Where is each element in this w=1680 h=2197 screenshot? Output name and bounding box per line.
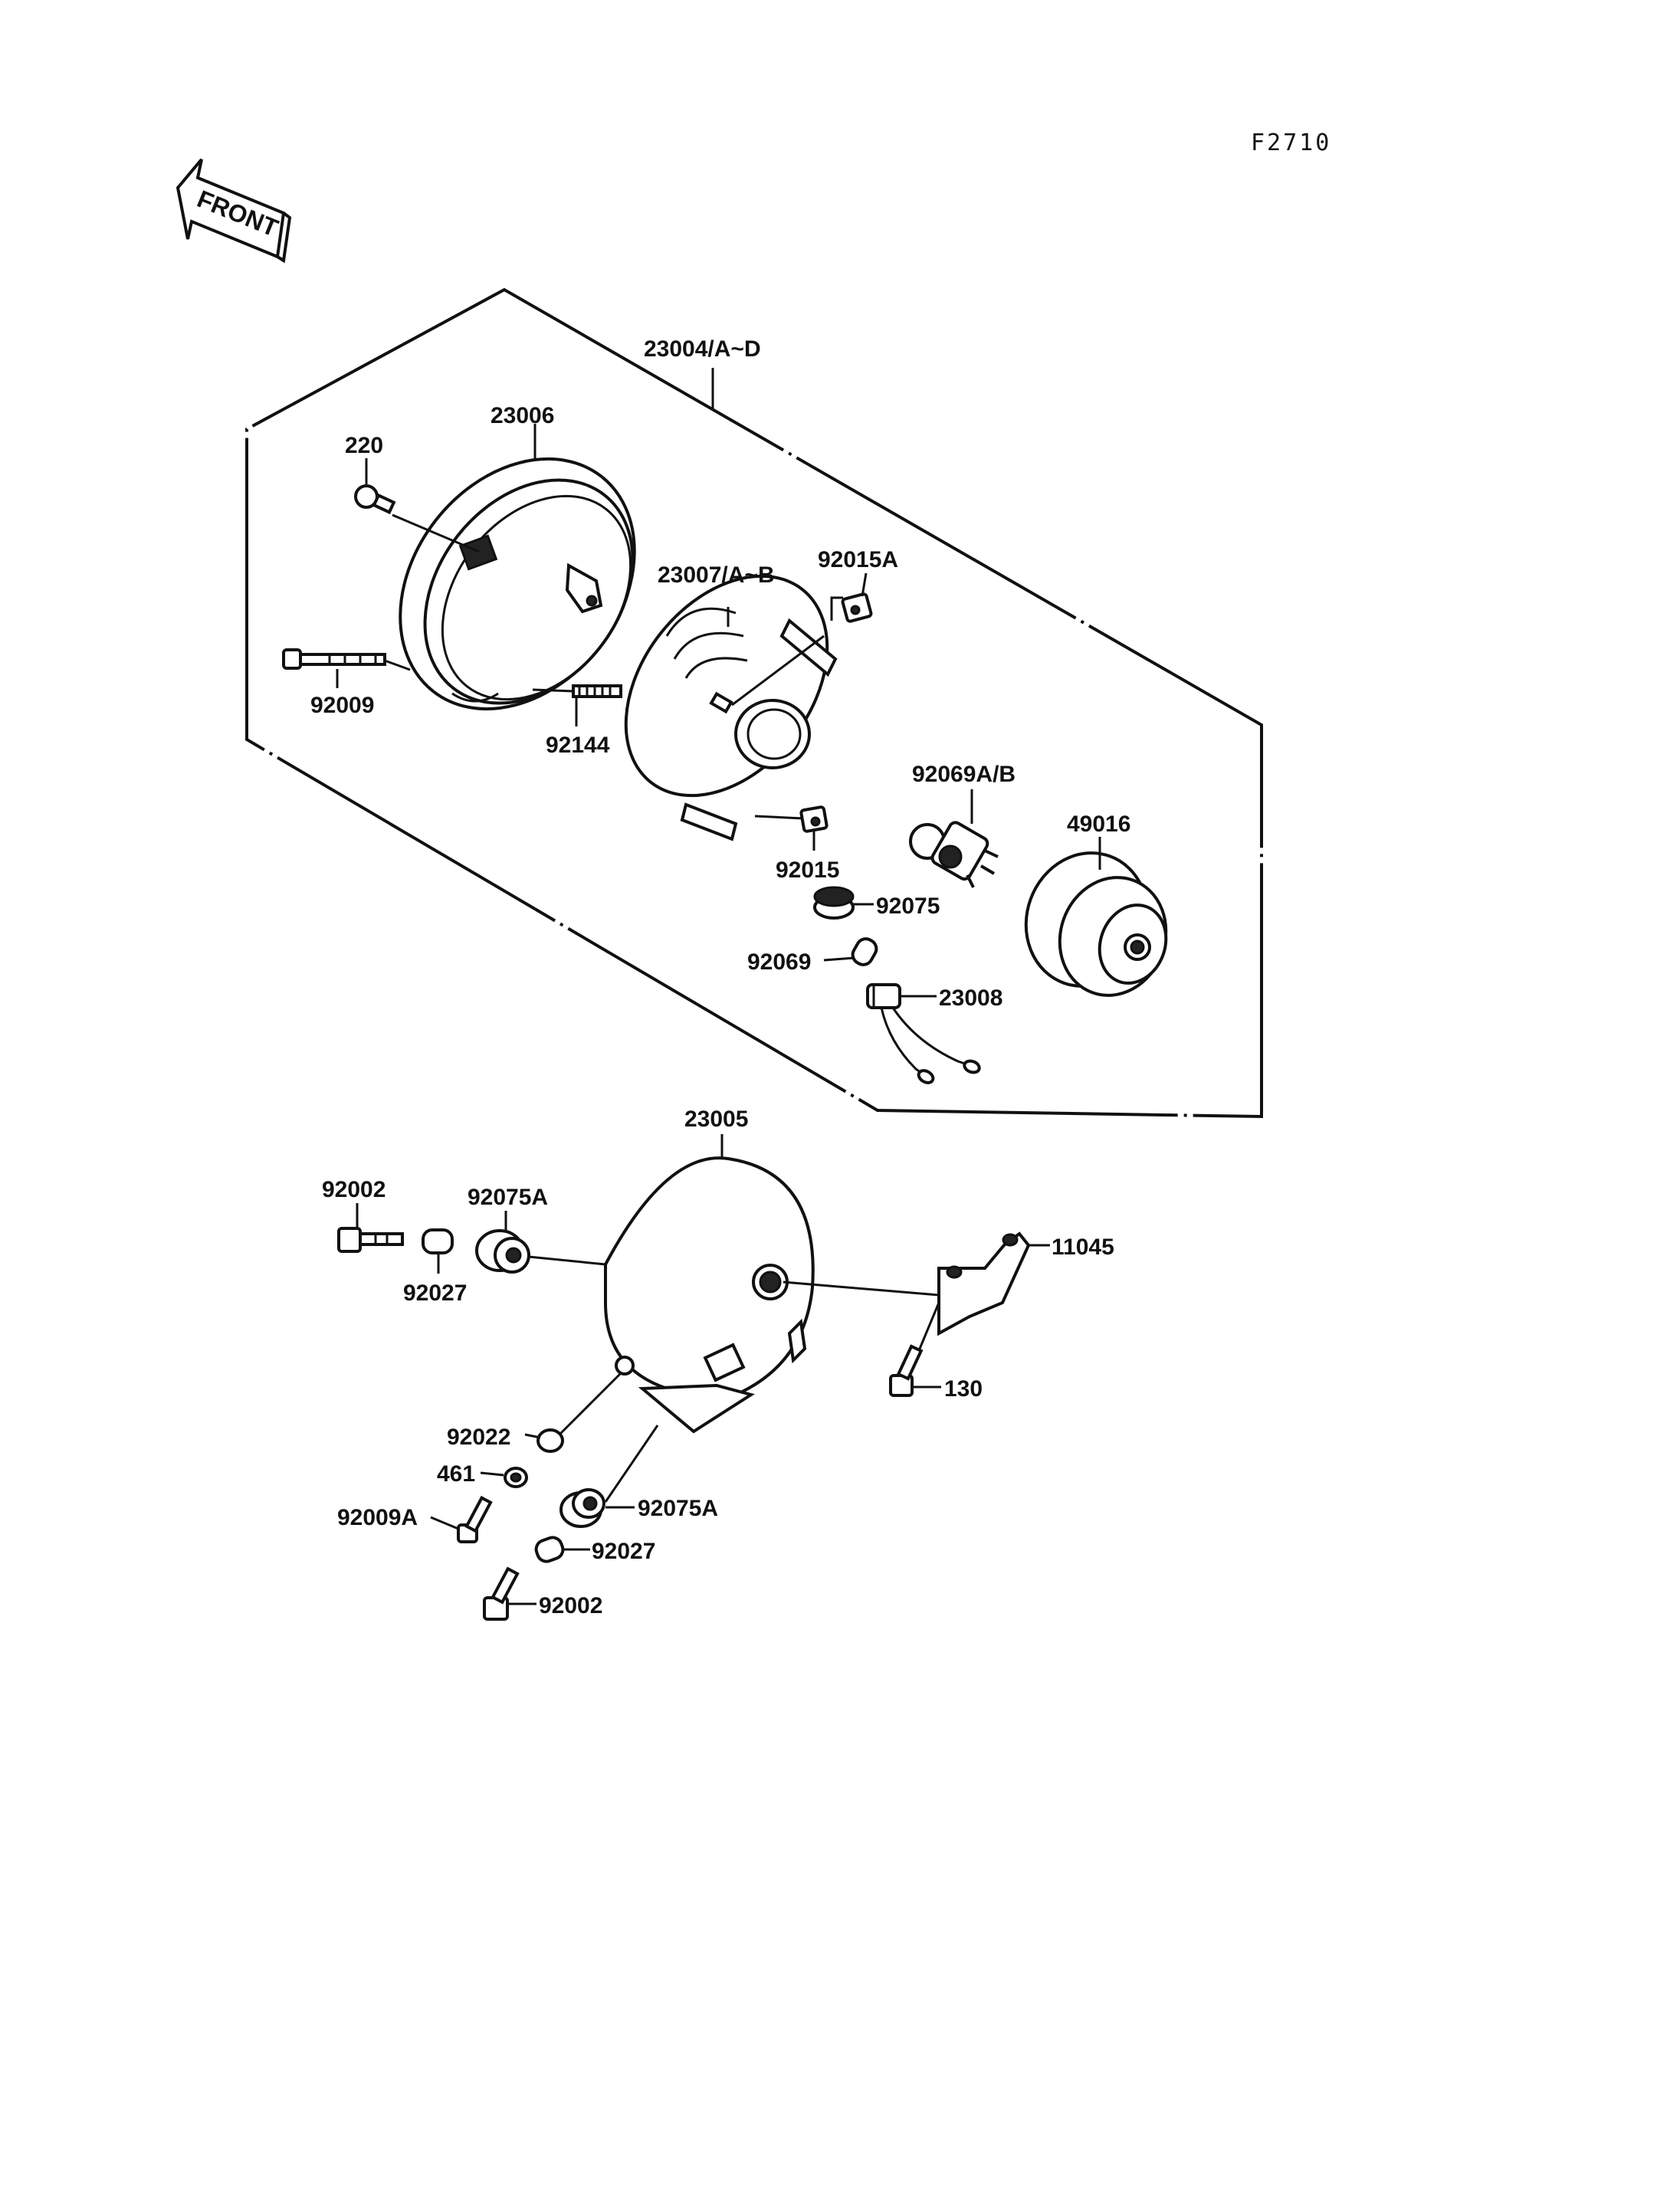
headlight-unit-assembly-outline bbox=[245, 287, 1263, 1119]
label-23006: 23006 bbox=[491, 403, 554, 428]
label-92002-top: 92002 bbox=[322, 1177, 386, 1202]
bracket-11045 bbox=[937, 1231, 1031, 1336]
grommet-92075A-top bbox=[475, 1229, 530, 1274]
collar-92027-bottom bbox=[534, 1536, 565, 1563]
dust-cap-49016 bbox=[1024, 851, 1168, 997]
leader-92022 bbox=[524, 1433, 541, 1439]
leader-92069 bbox=[823, 956, 855, 962]
label-92027-top: 92027 bbox=[403, 1280, 467, 1306]
bolt-130 bbox=[889, 1344, 924, 1397]
leader-11045-b bbox=[783, 1280, 940, 1297]
label-92075A-bottom: 92075A bbox=[638, 1496, 718, 1521]
label-49016: 49016 bbox=[1067, 812, 1130, 837]
label-11045: 11045 bbox=[1052, 1235, 1114, 1260]
pilot-bulb-92069 bbox=[851, 937, 878, 966]
label-92015A: 92015A bbox=[818, 547, 898, 572]
label-23005: 23005 bbox=[684, 1107, 748, 1132]
label-92009A: 92009A bbox=[337, 1505, 418, 1530]
nut-92015 bbox=[799, 805, 829, 833]
label-92015: 92015 bbox=[776, 857, 839, 883]
screw-220 bbox=[354, 484, 396, 515]
label-461: 461 bbox=[437, 1461, 475, 1487]
label-92009: 92009 bbox=[310, 693, 374, 718]
label-92069: 92069 bbox=[747, 949, 811, 975]
headlight-bulb-92069AB bbox=[909, 821, 999, 888]
figure-code: F2710 bbox=[1251, 130, 1331, 156]
grommet-92075A-bottom bbox=[559, 1488, 605, 1528]
label-92144: 92144 bbox=[546, 733, 610, 758]
nut-92015A bbox=[841, 592, 873, 623]
leader-461 bbox=[480, 1471, 504, 1477]
leader-220-b bbox=[392, 513, 480, 553]
leader-92144-a bbox=[532, 688, 574, 693]
label-92027-bottom: 92027 bbox=[592, 1539, 655, 1564]
screw-92009A bbox=[457, 1495, 493, 1543]
nut-92022 bbox=[536, 1428, 564, 1453]
grommet-92075 bbox=[813, 886, 855, 920]
leader-92075A-top-b bbox=[528, 1255, 606, 1266]
front-arrow-icon: FRONT bbox=[176, 158, 292, 264]
label-92069AB: 92069A/B bbox=[912, 762, 1016, 787]
collar-92027-top bbox=[422, 1228, 454, 1254]
label-92002-bottom: 92002 bbox=[539, 1593, 602, 1618]
washer-461 bbox=[504, 1467, 528, 1488]
label-23007: 23007/A~B bbox=[658, 562, 775, 588]
label-92075: 92075 bbox=[876, 894, 940, 919]
bolt-92002-bottom bbox=[483, 1566, 520, 1621]
socket-23008 bbox=[866, 983, 981, 1084]
reflector-housing-23007 bbox=[624, 574, 838, 841]
leader-92015A-b bbox=[830, 596, 843, 621]
bolt-92009 bbox=[282, 648, 386, 670]
label-220: 220 bbox=[345, 433, 383, 458]
leader-23007-b bbox=[731, 635, 825, 707]
leader-92015-b bbox=[754, 815, 803, 820]
label-130: 130 bbox=[944, 1376, 983, 1402]
label-92022: 92022 bbox=[447, 1425, 510, 1450]
label-23004: 23004/A~D bbox=[644, 336, 761, 362]
leader-92009-b bbox=[384, 659, 411, 671]
spring-92144 bbox=[572, 684, 622, 698]
leader-92009A bbox=[430, 1516, 459, 1530]
leader-130-b bbox=[918, 1302, 940, 1349]
headlight-rim-23006 bbox=[399, 457, 636, 711]
label-23008: 23008 bbox=[939, 985, 1002, 1011]
leader-92022-b bbox=[558, 1372, 622, 1436]
leader-92015A bbox=[861, 572, 868, 597]
bolt-92002-top bbox=[337, 1227, 404, 1253]
label-92075A-top: 92075A bbox=[468, 1185, 548, 1210]
leader-92075A-bottom-b bbox=[604, 1425, 659, 1503]
headlight-housing-23005 bbox=[604, 1156, 815, 1434]
